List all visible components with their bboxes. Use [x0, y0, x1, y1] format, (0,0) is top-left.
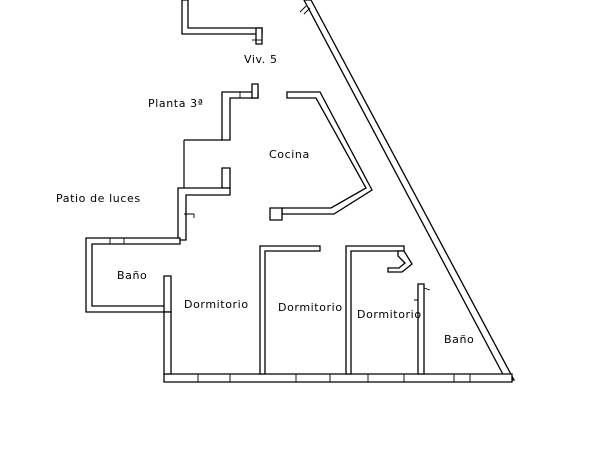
kitchen-partition-upper — [221, 83, 259, 141]
bedroom-2-label: Dormitorio — [278, 301, 343, 314]
left-bath-label: Baño — [117, 269, 147, 282]
patio-label: Patio de luces — [56, 192, 141, 205]
kitchen-label: Cocina — [269, 148, 310, 161]
bedroom-1-label: Dormitorio — [184, 298, 249, 311]
right-bath-label: Baño — [444, 333, 474, 346]
upper-unit-wall — [181, 0, 263, 45]
bedroom-3-label: Dormitorio — [357, 308, 422, 321]
unit-label: Viv. 5 — [244, 53, 278, 66]
bottom-exterior-wall — [163, 311, 513, 383]
exterior-diagonal-wall — [299, 0, 516, 381]
kitchen-wall — [269, 91, 373, 221]
patio-outline — [177, 139, 231, 241]
bedroom-partitions — [259, 245, 431, 375]
floor-label: Planta 3ª — [148, 97, 204, 110]
left-bath-walls — [85, 237, 181, 313]
